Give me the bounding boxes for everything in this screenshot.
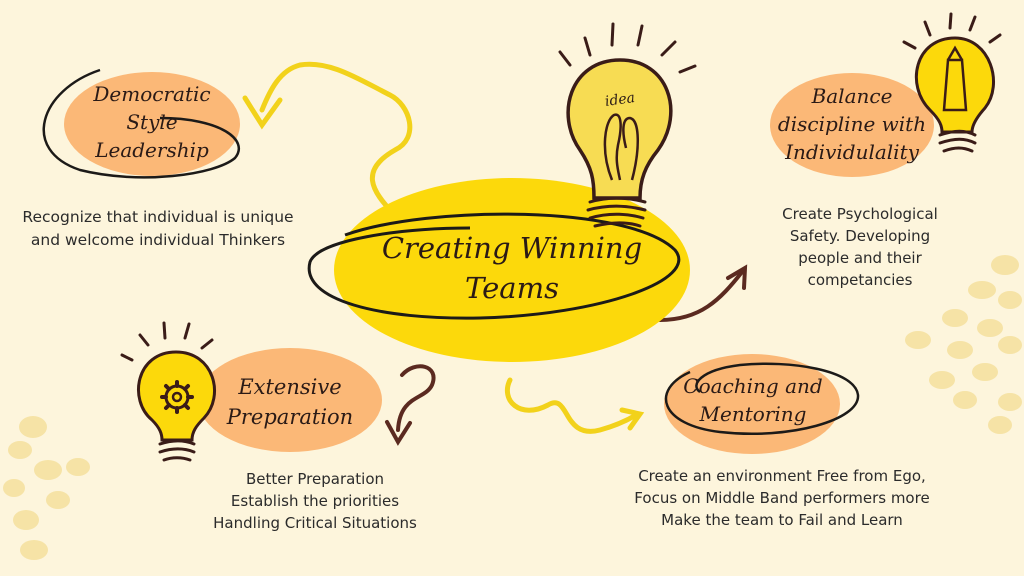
connector-to-coaching	[504, 377, 645, 434]
decorative-dots-left	[3, 416, 90, 560]
democratic-desc-line-2: and welcome individual Thinkers	[30, 231, 286, 249]
balance-title-line-3: Individulality	[785, 140, 919, 164]
coaching-title-line-1: Coaching and	[683, 374, 823, 398]
balance-node-title: Balance discipline with Individulality	[770, 82, 934, 166]
democratic-title-line-1: Democratic	[93, 82, 211, 106]
democratic-title-line-2: Style	[126, 110, 178, 134]
coaching-title-line-2: Mentoring	[699, 402, 807, 426]
idea-bulb-icon	[558, 22, 697, 228]
balance-node-circle	[770, 73, 934, 177]
coaching-desc-line-2: Focus on Middle Band performers more	[634, 489, 930, 507]
extensive-desc-line-1: Better Preparation	[245, 470, 385, 488]
coaching-node-description: Create an environment Free from Ego, Foc…	[612, 465, 952, 531]
balance-desc-line-2: Safety. Developing	[789, 227, 931, 245]
democratic-desc-line-1: Recognize that individual is unique	[22, 208, 294, 226]
balance-title-line-1: Balance	[811, 84, 893, 108]
balance-desc-line-4: competancies	[807, 271, 913, 289]
balance-title-line-2: discipline with	[777, 112, 927, 136]
democratic-title-line-3: Leadership	[95, 138, 209, 162]
center-title-line-2: Teams	[465, 271, 559, 305]
extensive-node-description: Better Preparation Establish the priorit…	[200, 468, 430, 534]
democratic-scribble-ring	[42, 68, 241, 179]
extensive-desc-line-3: Handling Critical Situations	[213, 514, 417, 532]
pencil-bulb-icon	[902, 12, 1002, 153]
extensive-title-line-2: Preparation	[226, 405, 354, 429]
extensive-node-circle	[198, 348, 382, 452]
coaching-desc-line-3: Make the team to Fail and Learn	[661, 511, 903, 529]
balance-node-description: Create Psychological Safety. Developing …	[760, 203, 960, 291]
gear-bulb-icon	[120, 321, 216, 462]
center-scribble-ring	[307, 212, 681, 320]
democratic-node-title: Democratic Style Leadership	[70, 80, 234, 164]
coaching-node-title: Coaching and Mentoring	[668, 372, 838, 428]
extensive-node-title: Extensive Preparation	[205, 372, 375, 432]
extensive-desc-line-2: Establish the priorities	[230, 492, 400, 510]
coaching-desc-line-1: Create an environment Free from Ego,	[638, 467, 926, 485]
connector-to-extensive	[385, 364, 436, 446]
center-title-line-1: Creating Winning	[381, 231, 643, 265]
decorative-dots-right	[905, 255, 1022, 434]
center-title: Creating Winning Teams	[370, 228, 654, 308]
connector-to-democratic	[242, 61, 413, 218]
connector-to-balance	[658, 264, 748, 322]
balance-desc-line-1: Create Psychological	[782, 205, 938, 223]
extensive-title-line-1: Extensive	[238, 375, 342, 399]
democratic-node-description: Recognize that individual is unique and …	[0, 206, 316, 252]
democratic-node-circle	[64, 72, 240, 176]
coaching-scribble-ring	[664, 362, 860, 436]
balance-desc-line-3: people and their	[798, 249, 922, 267]
